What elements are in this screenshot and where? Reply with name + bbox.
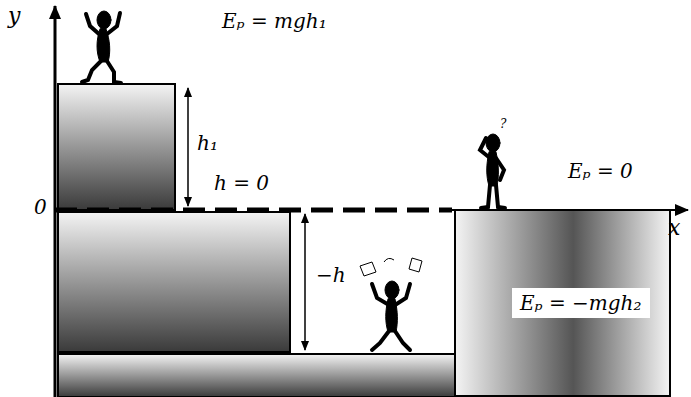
label: h = 0 <box>214 172 269 194</box>
stick-figure <box>82 11 121 83</box>
label: 0 <box>34 196 47 218</box>
depth-arrow <box>304 214 306 350</box>
label: ? <box>500 118 506 131</box>
right-block <box>455 210 670 396</box>
upper-block <box>58 84 175 210</box>
stick-figure <box>372 281 410 350</box>
label: −h <box>316 264 346 286</box>
label: Eₚ = mgh₁ <box>222 10 327 32</box>
height-arrow <box>187 88 189 206</box>
flying-papers <box>360 258 422 276</box>
y-axis <box>54 6 57 397</box>
middle-block <box>58 212 290 352</box>
label: h₁ <box>197 132 218 154</box>
label: Eₚ = 0 <box>568 160 633 182</box>
label: x <box>668 216 680 240</box>
stick-figure <box>480 134 505 208</box>
label: y <box>8 4 20 28</box>
label: Eₚ = −mgh₂ <box>512 288 650 318</box>
zero-level-line <box>55 208 452 213</box>
bottom-block <box>58 354 455 397</box>
